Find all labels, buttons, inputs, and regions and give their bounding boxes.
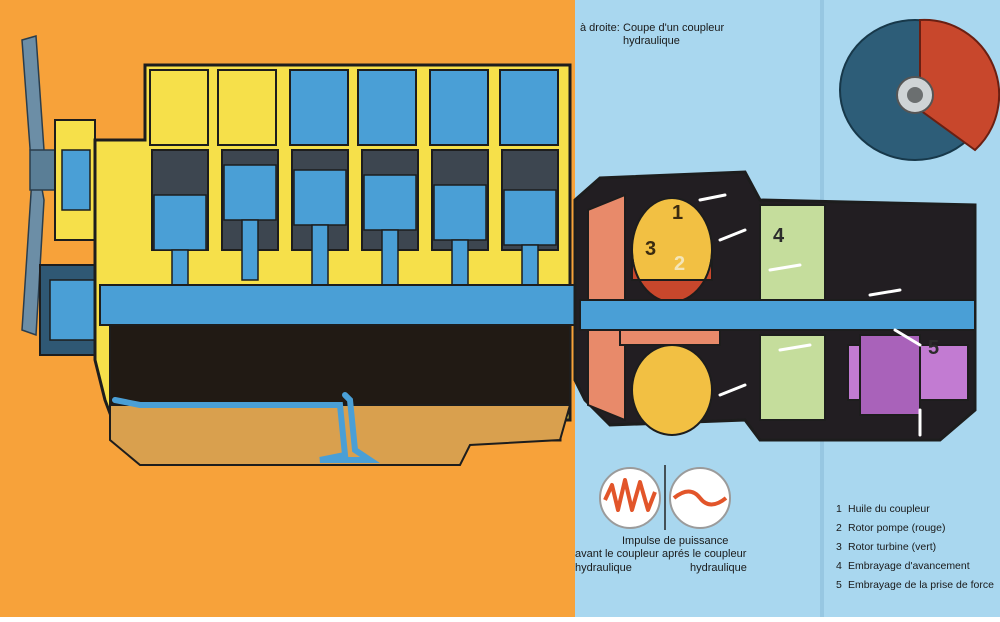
impulse-title: Impulse de puissance xyxy=(622,535,729,547)
impulse-after-line2: hydraulique xyxy=(690,562,747,574)
callout-2: 2 xyxy=(674,253,686,275)
callout-5: 5 xyxy=(928,337,940,359)
oil-flow-arrows xyxy=(698,193,922,437)
pto-clutch xyxy=(847,334,969,416)
caption-line1: Coupe d'un coupleur xyxy=(623,22,725,34)
impulse-before-line1: avant le coupleur xyxy=(575,548,659,560)
coupler-photo xyxy=(839,18,1000,161)
impulse-after-line1: aprés le coupleur xyxy=(662,548,747,560)
impulse-before-line2: hydraulique xyxy=(575,562,632,574)
oil-pickup-pipe xyxy=(112,392,380,463)
impulse-before-diagram xyxy=(599,467,661,529)
crankcase xyxy=(109,324,571,406)
output-shaft xyxy=(579,299,976,331)
callout-4: 4 xyxy=(773,225,785,247)
crankshaft xyxy=(99,284,581,326)
cylinder-heads xyxy=(149,69,559,146)
callout-3: 3 xyxy=(645,238,657,260)
impulse-after-diagram xyxy=(669,467,731,529)
callout-1: 1 xyxy=(672,202,684,224)
caption-prefix: à droite: xyxy=(580,22,620,34)
pistons xyxy=(153,164,557,251)
coupler-oil-bottom xyxy=(631,344,713,436)
caption-line2: hydraulique xyxy=(623,35,680,47)
